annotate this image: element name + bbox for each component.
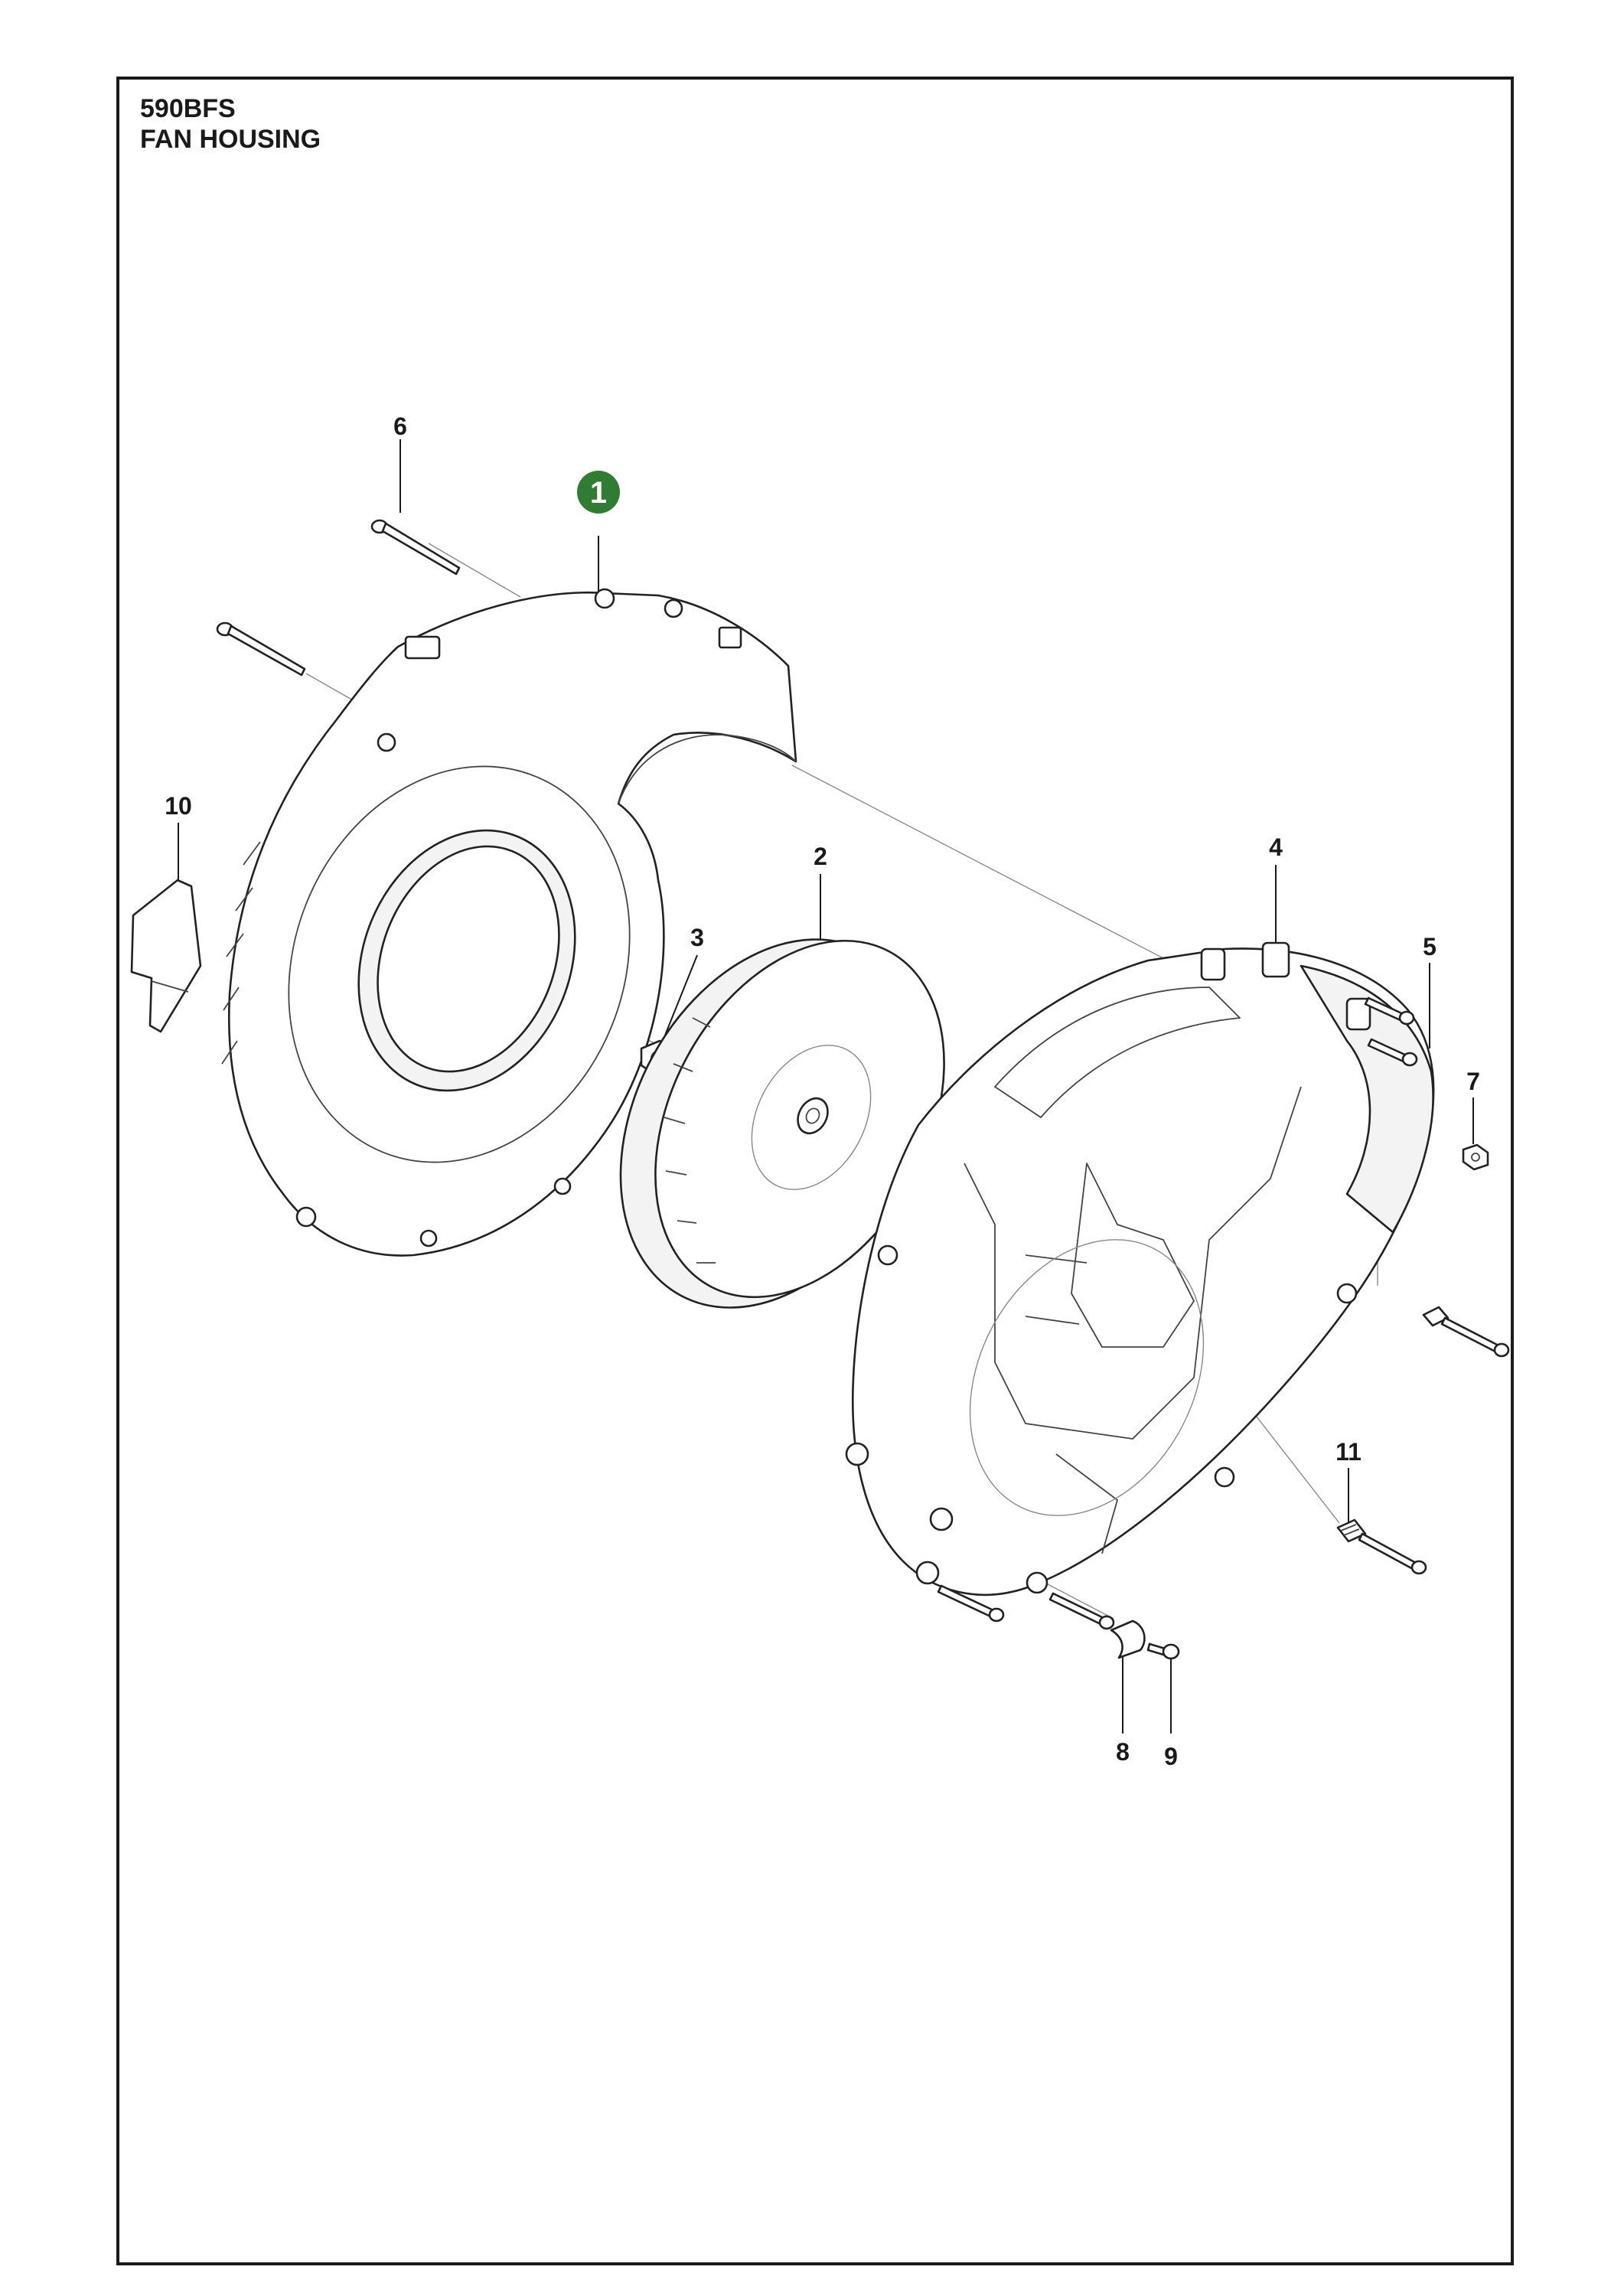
page-header: 590BFS FAN HOUSING (140, 93, 321, 155)
housing-frame-rib (964, 1086, 1302, 1440)
housing-fan-seat (969, 1239, 1205, 1516)
axis-line-outlet (791, 765, 1183, 969)
housing-shroud (1300, 964, 1434, 1234)
axis-line-screw-top (428, 543, 521, 598)
screw-head (1401, 1052, 1418, 1067)
callout-8: 8 (1116, 1738, 1130, 1766)
bottom-screws (937, 1584, 1115, 1630)
screw-5a (1364, 996, 1415, 1026)
spring-screw-right (1422, 1306, 1510, 1358)
housing-boss (877, 1244, 898, 1266)
housing-boss (929, 1507, 954, 1531)
callout-9: 9 (1164, 1743, 1178, 1770)
fan-wheel-hub-ring (751, 1045, 872, 1190)
nut-body (1462, 1143, 1489, 1171)
label-part-10 (130, 879, 202, 1033)
fan-wheel-part-2 (619, 938, 945, 1309)
nut-part-7 (1462, 1143, 1489, 1171)
screw-shank (1440, 1316, 1500, 1353)
fan-cover-part-1 (221, 588, 797, 1257)
screw-head (1493, 1342, 1510, 1358)
housing-boss (1026, 1571, 1048, 1594)
cover-tab (404, 635, 441, 660)
warning-label-fold (151, 980, 189, 993)
screw-shank (1146, 1642, 1166, 1656)
cover-screw-boss (377, 732, 396, 752)
callout-1-badge (577, 471, 620, 514)
housing-boss (1261, 941, 1290, 978)
housing-inner-ribs (1025, 1254, 1118, 1554)
callout-7: 7 (1466, 1068, 1480, 1095)
housing-duct (994, 987, 1241, 1118)
spring-screw-part-11 (1336, 1518, 1427, 1575)
housing-center-cavity (1071, 1163, 1195, 1348)
callout-1: 1 (590, 476, 607, 510)
fan-wheel-blades (664, 1017, 716, 1264)
housing-boss (845, 1442, 869, 1466)
bottom-screw-left (937, 1584, 1005, 1623)
screw-shank (381, 522, 461, 576)
screw-part-9 (1146, 1642, 1180, 1660)
screw-head (1098, 1615, 1115, 1630)
rear-housing-part-4 (845, 941, 1435, 1596)
nut-hole (1471, 1153, 1480, 1162)
callouts: 1 2 3 4 5 6 7 8 9 10 11 (165, 413, 1480, 1770)
clamp-part-8 (1110, 1619, 1146, 1659)
cover-screw-boss (664, 598, 683, 618)
model-number: 590BFS (140, 94, 236, 123)
screw-head (1398, 1010, 1415, 1026)
spring-coils (1340, 1524, 1360, 1536)
callout-2: 2 (814, 843, 827, 870)
long-screw-left (216, 621, 306, 677)
screw-shank (227, 625, 306, 677)
cover-screw-boss (594, 588, 615, 609)
housing-outline (851, 947, 1435, 1596)
cover-outer-ring (288, 765, 631, 1163)
screws-part-5 (1364, 996, 1418, 1067)
bottom-screw-mid (1048, 1592, 1115, 1630)
housing-boss (1214, 1466, 1235, 1488)
cover-screw-boss (553, 1177, 572, 1195)
housing-boss (1345, 997, 1371, 1031)
housing-boss (1200, 947, 1226, 981)
axis-line-screw-left (305, 673, 360, 705)
diagram-frame (116, 77, 1514, 2265)
callout-3: 3 (690, 924, 704, 951)
spring-sleeve (1336, 1518, 1367, 1543)
fan-wheel-bore (805, 1107, 820, 1124)
housing-boss (915, 1561, 940, 1585)
callout-10: 10 (165, 792, 192, 820)
spring-sleeve (1422, 1306, 1450, 1327)
callout-6: 6 (393, 413, 407, 440)
screws-part-6 (216, 519, 461, 677)
housing-boss (1336, 1283, 1358, 1304)
callout-5: 5 (1423, 933, 1436, 960)
cover-screw-boss (419, 1229, 438, 1247)
screw-head (988, 1607, 1005, 1623)
screw-5b (1367, 1038, 1418, 1067)
cover-outlet-duct (618, 734, 797, 804)
callout-11: 11 (1335, 1438, 1361, 1466)
cover-tab (718, 626, 742, 649)
page-title: FAN HOUSING (140, 125, 321, 154)
screw-head (1410, 1560, 1427, 1575)
cover-inlet-opening (377, 845, 560, 1073)
cover-screw-boss (295, 1206, 317, 1228)
screw-head (1162, 1643, 1180, 1660)
cover-ribs (221, 841, 261, 1065)
clamp-body (1110, 1619, 1146, 1659)
leader-3 (662, 954, 698, 1042)
warning-label-shape (130, 879, 202, 1033)
callout-4: 4 (1269, 833, 1283, 861)
fan-wheel-hub (797, 1097, 829, 1135)
long-screw-top (370, 519, 461, 576)
screw-shank (1358, 1532, 1417, 1570)
